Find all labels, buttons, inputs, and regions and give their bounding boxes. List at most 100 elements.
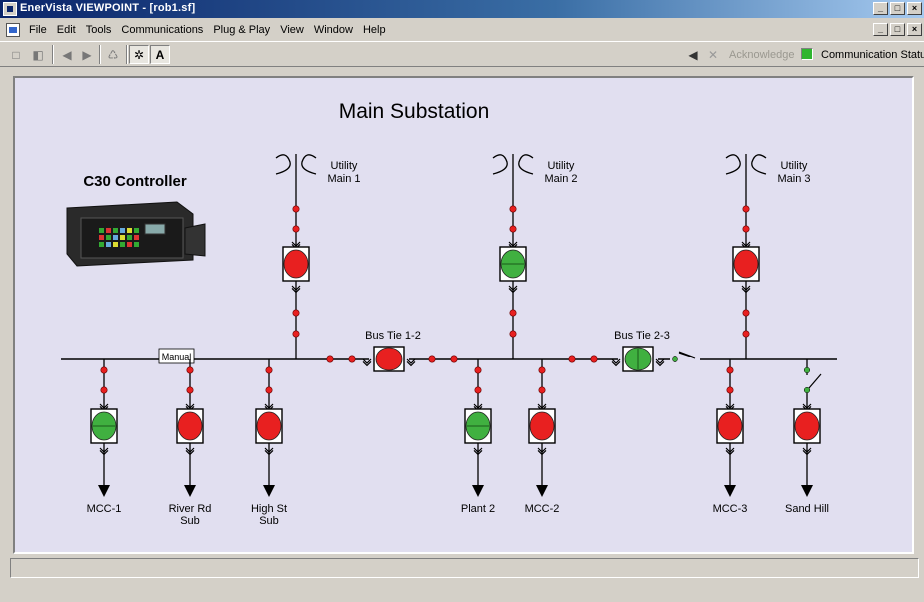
- drawout-chevron: [291, 241, 301, 247]
- load-arrow-icon: [472, 485, 484, 497]
- utility-label-line2: Main 3: [777, 173, 810, 185]
- menu-communications[interactable]: Communications: [121, 24, 204, 36]
- menu-help[interactable]: Help: [362, 24, 386, 36]
- load-arrow-icon: [98, 485, 110, 497]
- drawout-chevron: [362, 360, 372, 367]
- menu-plug-and-play[interactable]: Plug & Play: [213, 24, 271, 36]
- open-folder-icon[interactable]: ◧: [32, 47, 44, 62]
- breaker-open-indicator: [283, 249, 309, 279]
- controller-key: [127, 235, 132, 240]
- contact-dot: [726, 366, 734, 374]
- child-close-button[interactable]: ×: [907, 23, 922, 36]
- contact-dot: [292, 309, 300, 317]
- new-document-icon[interactable]: □: [12, 47, 20, 62]
- feeder-breaker-2[interactable]: [176, 408, 204, 444]
- toolbar-separator: [126, 45, 128, 64]
- bus-tie-label: Bus Tie 2-3: [614, 330, 670, 342]
- feeder-label-line1: MCC-2: [525, 503, 560, 515]
- contact-dot: [265, 386, 273, 394]
- close-button[interactable]: ×: [907, 2, 922, 15]
- drawout-chevron: [264, 447, 274, 453]
- contact-dot: [474, 366, 482, 374]
- menu-window[interactable]: Window: [313, 24, 353, 36]
- load-arrow-icon: [184, 485, 196, 497]
- drawout-chevron: [741, 241, 751, 247]
- bus-tie-breaker-1[interactable]: [373, 346, 405, 372]
- c30-controller-image[interactable]: [66, 201, 206, 267]
- bus-tie-breaker-2[interactable]: [622, 346, 654, 372]
- menu-edit[interactable]: Edit: [56, 24, 76, 36]
- drawout-chevron: [725, 447, 735, 453]
- contact-dot: [742, 205, 750, 213]
- maximize-button[interactable]: □: [890, 2, 905, 15]
- breaker-open-indicator: [177, 411, 203, 441]
- feeder-breaker-6[interactable]: [716, 408, 744, 444]
- utility-breaker-1[interactable]: [282, 246, 310, 282]
- feeder-label-line2: Sub: [180, 515, 200, 527]
- feeder-label-line1: River Rd: [169, 503, 212, 515]
- feeder-breaker-4[interactable]: [464, 408, 492, 444]
- drawout-chevron: [802, 447, 812, 453]
- contact-dot: [742, 225, 750, 233]
- back-arrow-icon[interactable]: ◀: [62, 47, 72, 62]
- controller-label: C30 Controller: [83, 173, 187, 190]
- acknowledge-button[interactable]: Acknowledge: [729, 49, 795, 61]
- feeder-label-line1: High St: [251, 503, 287, 515]
- controller-key: [106, 235, 111, 240]
- drawout-chevron: [611, 358, 621, 364]
- controller-key: [127, 228, 132, 233]
- drawout-chevron: [725, 449, 735, 456]
- child-minimize-button[interactable]: _: [873, 23, 888, 36]
- feeder-breaker-7[interactable]: [793, 408, 821, 444]
- app-icon[interactable]: [3, 2, 17, 16]
- switch-contact: [803, 366, 811, 374]
- diagram-title: Main Substation: [339, 100, 490, 123]
- minimize-button[interactable]: _: [873, 2, 888, 15]
- utility-breaker-2[interactable]: [499, 246, 527, 282]
- communication-status-label[interactable]: Communication Status: [821, 49, 924, 61]
- drawout-chevron: [802, 403, 812, 409]
- load-arrow-icon: [801, 485, 813, 497]
- drawout-chevron: [655, 358, 665, 364]
- load-arrow-icon: [536, 485, 548, 497]
- contact-dot: [568, 355, 576, 363]
- font-icon[interactable]: A: [150, 45, 170, 64]
- controller-key: [120, 242, 125, 247]
- breaker-open-indicator: [794, 411, 820, 441]
- child-restore-button[interactable]: □: [890, 23, 905, 36]
- controller-key: [106, 242, 111, 247]
- forward-arrow-icon[interactable]: ▶: [82, 47, 92, 62]
- drawout-chevron: [473, 403, 483, 409]
- menu-view[interactable]: View: [280, 24, 304, 36]
- menu-file[interactable]: File: [29, 24, 47, 36]
- feeder-breaker-5[interactable]: [528, 408, 556, 444]
- transformer-coil-icon: [301, 154, 317, 175]
- contact-dot: [509, 225, 517, 233]
- controller-key: [134, 235, 139, 240]
- drawout-chevron: [406, 360, 416, 367]
- contact-dot: [186, 386, 194, 394]
- document-icon[interactable]: [6, 23, 20, 37]
- menu-tools[interactable]: Tools: [85, 24, 112, 36]
- switch-gap: [804, 375, 826, 389]
- contact-dot: [538, 366, 546, 374]
- drawout-chevron: [99, 449, 109, 456]
- drawout-chevron: [537, 403, 547, 409]
- utility-breaker-3[interactable]: [732, 246, 760, 282]
- plug-icon[interactable]: ♺: [107, 47, 119, 62]
- title-bar[interactable]: EnerVista VIEWPOINT - [rob1.sf] _ □ ×: [0, 0, 924, 18]
- tower-icon[interactable]: ✲: [129, 45, 149, 64]
- feeder-label-line2: Sub: [259, 515, 279, 527]
- controller-key: [120, 235, 125, 240]
- alarm-ack-icon[interactable]: ✕: [707, 47, 719, 62]
- breaker-open-indicator: [529, 411, 555, 441]
- manual-tag-box: [158, 348, 195, 364]
- feeder-breaker-1[interactable]: [90, 408, 118, 444]
- feeder-breaker-3[interactable]: [255, 408, 283, 444]
- breaker-open-indicator: [375, 347, 403, 371]
- speaker-mute-icon[interactable]: ◀: [688, 47, 698, 62]
- drawout-chevron: [741, 287, 751, 294]
- controller-key: [120, 228, 125, 233]
